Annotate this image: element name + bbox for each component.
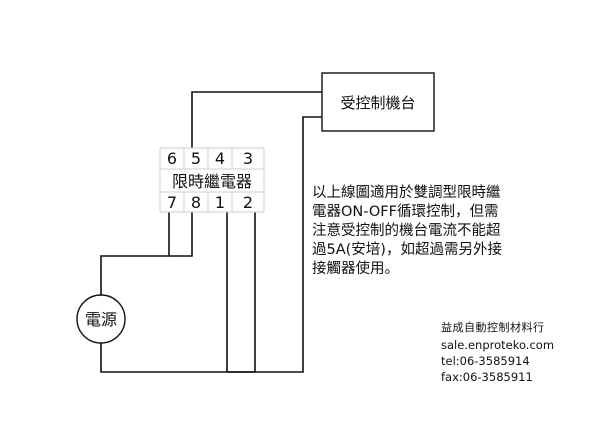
company-contact: 益成自動控制材料行 sale.enproteko.com tel:06-3585… <box>441 320 554 385</box>
power-source-circle <box>76 294 126 344</box>
relay-label: 限時繼電器 <box>172 172 252 191</box>
company-name: 益成自動控制材料行 <box>441 321 545 334</box>
note-line: 過5A(安培)，如超過需另外接 <box>312 242 502 258</box>
terminal-cell-2 <box>231 191 265 213</box>
wire-terminal5-to-machine <box>191 91 322 148</box>
relay-terminal-block: 6 5 4 3 限時繼電器 7 8 1 2 <box>159 147 265 213</box>
company-email: sale.enproteko.com <box>441 338 555 352</box>
terminal-2: 2 <box>243 193 253 212</box>
note-line: 注意受控制的機台電流不能超 <box>312 223 501 239</box>
wire-power-bottom-to-terminal2 <box>100 212 256 373</box>
controlled-machine: 受控制機台 <box>321 72 435 132</box>
wiring-note: 以上線圖適用於雙調型限時繼 電器ON-OFF循環控制，但需 注意受控制的機台電流… <box>312 184 574 279</box>
terminal-4: 4 <box>215 149 225 168</box>
note-line: 以上線圖適用於雙調型限時繼 <box>312 185 501 201</box>
company-fax: fax:06-3585911 <box>441 370 533 384</box>
note-line: 電器ON-OFF循環控制，但需 <box>312 204 499 220</box>
terminal-5: 5 <box>191 149 201 168</box>
wire-machine-to-terminal1 <box>226 116 322 373</box>
power-source-label: 電源 <box>85 310 117 329</box>
note-line: 接觸器使用。 <box>312 261 399 277</box>
wire-terminal7-to-terminal8-bridge <box>168 212 193 257</box>
terminal-3: 3 <box>243 149 253 168</box>
wire-bridge-to-power-top <box>100 255 169 295</box>
terminal-8: 8 <box>191 193 201 212</box>
terminal-1: 1 <box>215 193 225 212</box>
controlled-machine-label: 受控制機台 <box>340 94 415 112</box>
company-tel: tel:06-3585914 <box>441 354 530 368</box>
terminal-6: 6 <box>167 149 177 168</box>
terminal-7: 7 <box>167 193 177 212</box>
controlled-machine-box <box>321 72 435 132</box>
power-source: 電源 <box>76 294 126 344</box>
